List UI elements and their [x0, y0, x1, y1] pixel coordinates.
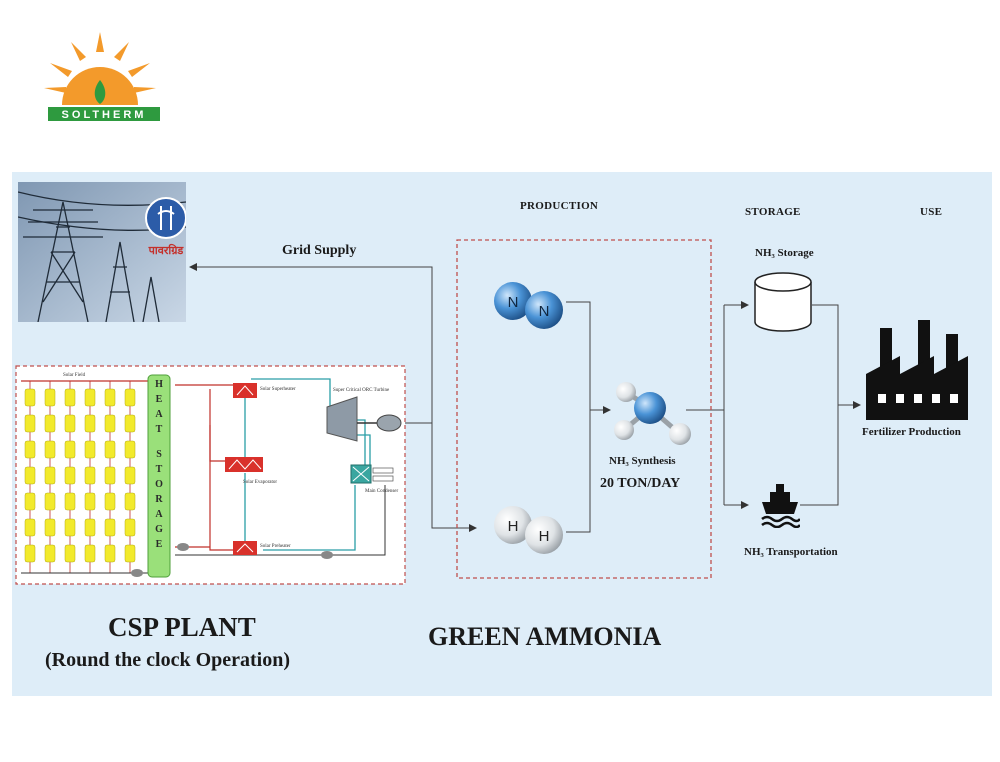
use-collector-line [800, 304, 839, 506]
solar-collector [64, 388, 76, 407]
solar-collector [24, 544, 36, 563]
fertilizer-production-label: Fertilizer Production [862, 426, 961, 438]
solar-collector [104, 466, 116, 485]
solar-collector [124, 518, 136, 537]
superheater-label: Solar Superheater [260, 387, 296, 392]
solar-field-label: Solar Field [63, 373, 86, 378]
solar-collector [124, 414, 136, 433]
csp-plant-subtitle: (Round the clock Operation) [45, 649, 290, 671]
solar-collector [104, 544, 116, 563]
solar-collector [84, 440, 96, 459]
solar-collector [84, 544, 96, 563]
use-header: USE [920, 206, 943, 218]
grid-supply-label: Grid Supply [282, 243, 357, 258]
nitrogen-molecule: N N [494, 282, 563, 329]
solar-collector [104, 440, 116, 459]
solar-collector [84, 466, 96, 485]
nh3-synthesis-label: NH₃ Synthesis [609, 455, 676, 467]
solar-collector [24, 388, 36, 407]
superheater-hx [233, 383, 257, 398]
solar-collector [84, 492, 96, 511]
solar-collector [24, 466, 36, 485]
solar-collector [44, 544, 56, 563]
ammonia-molecule [614, 382, 691, 445]
storage-pump [177, 543, 189, 551]
grid-supply-arrow [189, 263, 433, 423]
solar-collector [44, 518, 56, 537]
soltherm-logo: SOLTHERM [44, 32, 160, 121]
ship-icon [761, 484, 800, 528]
nh3-storage-label: NH₃ Storage [755, 247, 814, 259]
solar-collector [24, 414, 36, 433]
logo-brand-text: SOLTHERM [62, 109, 147, 121]
storage-tank-icon [754, 272, 812, 332]
solar-collector [44, 388, 56, 407]
solar-collector [24, 440, 36, 459]
power-to-hydrogen-arrow [400, 422, 477, 532]
h-atom-label: H [508, 518, 519, 535]
solar-collector [84, 414, 96, 433]
n-atom-label-2: N [539, 303, 550, 320]
grid-tower-image: पावरग्रिड [18, 182, 186, 322]
solar-collector [24, 518, 36, 537]
solar-collector [64, 414, 76, 433]
turbine-label: Super Critical ORC Turbine [333, 388, 390, 393]
solar-collector [44, 414, 56, 433]
solar-collector [104, 388, 116, 407]
solar-collector [64, 518, 76, 537]
capacity-label: 20 TON/DAY [600, 476, 681, 491]
solar-field [24, 381, 136, 573]
solar-collector [64, 492, 76, 511]
csp-plant-title: CSP PLANT [108, 612, 256, 642]
hydrogen-molecule: H H [494, 506, 563, 554]
solar-collector [124, 466, 136, 485]
orc-turbine [326, 396, 358, 442]
solar-collector [64, 544, 76, 563]
solar-collector [24, 492, 36, 511]
solar-collector [124, 388, 136, 407]
solar-collector [124, 440, 136, 459]
preheater-label: Solar Preheater [260, 544, 291, 549]
generator [376, 414, 402, 432]
feed-collector-line [566, 301, 591, 533]
n-atom-label: N [508, 294, 519, 311]
solar-collector [84, 388, 96, 407]
preheater-hx [233, 541, 257, 555]
storage-header: STORAGE [745, 206, 801, 218]
solar-collector [84, 518, 96, 537]
evaporator-label: Solar Evaporator [243, 480, 277, 485]
solar-collector [44, 466, 56, 485]
powergrid-logo-text: पावरग्रिड [148, 243, 185, 257]
nh3-transportation-label: NH₃ Transportation [744, 546, 838, 558]
solar-collector [124, 544, 136, 563]
solar-collector [104, 492, 116, 511]
solar-collector [44, 440, 56, 459]
h-atom-label-2: H [539, 528, 550, 545]
green-ammonia-title: GREEN AMMONIA [428, 622, 662, 651]
production-header: PRODUCTION [520, 200, 599, 212]
solar-collector [104, 518, 116, 537]
production-boundary [456, 239, 712, 579]
solar-collector [124, 492, 136, 511]
solar-collector [44, 492, 56, 511]
field-pump [131, 569, 143, 577]
factory-icon [866, 320, 968, 420]
solar-collector [64, 466, 76, 485]
condenser-label: Main Condenser [365, 489, 399, 494]
solar-collector [64, 440, 76, 459]
solar-collector [104, 414, 116, 433]
heat-storage-tank [147, 374, 171, 578]
leaf-icon [94, 80, 106, 104]
feed-pump [321, 551, 333, 559]
